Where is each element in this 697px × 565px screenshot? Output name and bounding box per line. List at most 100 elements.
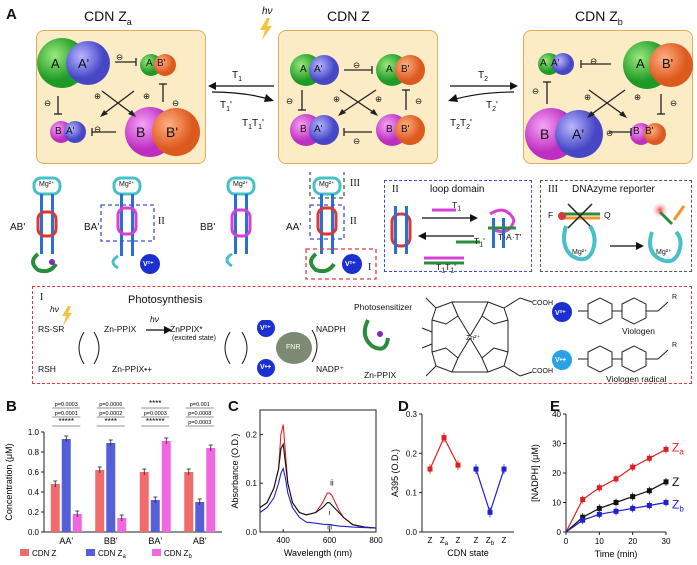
mg-label-1: Mg²⁺ xyxy=(39,181,55,188)
photo-cycle-arrows xyxy=(78,320,318,377)
c-ytick-label: 0.0 xyxy=(246,528,258,537)
zb-ap2: A' xyxy=(572,126,585,142)
za-a2: A xyxy=(146,58,153,69)
roman-ii-label-ba: II xyxy=(158,216,165,227)
zb-network xyxy=(525,41,693,160)
photosynthesis-box xyxy=(32,286,692,384)
c-annotation-iii: iii xyxy=(327,525,332,532)
d-ytick-label: 0.0 xyxy=(406,528,418,537)
b-sig-label: ***** xyxy=(58,417,74,426)
b-sig-label: p=0.0002 xyxy=(99,411,122,417)
z-bp2: B' xyxy=(401,124,410,135)
d-ytick-label: 0.3 xyxy=(406,410,418,419)
za-inh-4: ⊖ xyxy=(172,98,180,108)
b-sig-label: p=0.001 xyxy=(190,402,210,408)
zb-inh-4: ⊖ xyxy=(670,98,678,108)
photo-excited-note: (excited state) xyxy=(172,335,216,342)
za-b2: B xyxy=(136,124,146,140)
d-xtick-label: Zb xyxy=(486,536,495,547)
b-bar xyxy=(150,500,160,532)
d-xtick-label: Z xyxy=(428,536,433,545)
d-xtick-label: Za xyxy=(440,536,449,547)
c-xlabel: Wavelength (nm) xyxy=(284,548,352,558)
panel-label-c: C xyxy=(228,398,239,415)
b-sig-label: p=0.0003 xyxy=(55,402,78,408)
b-sig-label: **** xyxy=(149,399,161,408)
viologen-r-2: R xyxy=(672,342,678,349)
photo-v1: V•+ xyxy=(260,364,272,371)
c-series-line xyxy=(259,466,377,529)
b-sig-label: ****** xyxy=(146,417,165,426)
d-xtick-label: Z xyxy=(502,536,507,545)
e-series-label: Za xyxy=(672,440,684,456)
loop-domain-box xyxy=(384,180,532,272)
b-legend-swatch xyxy=(20,549,29,556)
photo-radical: Zn-PPIX•+ xyxy=(112,364,153,374)
e-series-label: Zb xyxy=(672,498,684,514)
mg-label-2: Mg²⁺ xyxy=(119,181,135,188)
b-sig-label: **** xyxy=(105,417,117,426)
porphyrin-zn: Zn²⁺ xyxy=(466,335,481,342)
c-series-line xyxy=(259,424,377,529)
dna-constructs xyxy=(31,172,377,280)
photo-nadp: NADP⁺ xyxy=(316,364,345,374)
z-ap: A' xyxy=(314,64,323,75)
zb-inh-3: ⊖ xyxy=(532,86,540,96)
construct-ba xyxy=(100,176,160,274)
photo-numeral: I xyxy=(40,292,44,303)
z-inh-1: ⊖ xyxy=(353,60,361,70)
left-transition-arrows xyxy=(208,82,274,102)
panel-label-b: B xyxy=(6,398,17,415)
loop-t1: T1 xyxy=(452,200,462,213)
zb-inh-1: ⊖ xyxy=(590,56,598,66)
roman-i-label: I xyxy=(368,262,372,273)
c-annotation-ii: ii xyxy=(330,479,334,488)
mg-label-3: Mg²⁺ xyxy=(233,181,249,188)
b-sig-label: p=0.0003 xyxy=(188,420,211,426)
za-a: A xyxy=(51,56,60,71)
v2-label-1: V²⁺ xyxy=(143,261,154,268)
b-sig-label: p=0.0001 xyxy=(55,411,78,417)
za-ap2: A' xyxy=(66,126,75,137)
b-ytick-label: 0.6 xyxy=(28,468,40,477)
b-legend-label: CDN Zb xyxy=(164,549,192,560)
construct-label-ba: BA' xyxy=(84,222,100,233)
za-inh-1: ⊖ xyxy=(116,52,124,62)
dnazyme-mg-1: Mg²⁺ xyxy=(572,249,588,256)
z-inh-4: ⊖ xyxy=(415,96,423,106)
d-ylabel: A395 (O.D.) xyxy=(390,449,400,497)
panel-label-a: A xyxy=(6,6,17,23)
photo-heading: Photosynthesis xyxy=(128,294,203,306)
c-ytick-label: 0.2 xyxy=(246,430,258,439)
e-xtick-label: 20 xyxy=(628,537,637,546)
z-a2: A xyxy=(386,64,393,75)
photo-fnr: FNR xyxy=(286,344,301,351)
dnazyme-q: Q xyxy=(604,210,611,220)
state-title-zb: CDN Zb xyxy=(575,8,623,27)
b-xtick-label: AB' xyxy=(193,536,207,546)
b-sig-label: p=0.0003 xyxy=(144,411,167,417)
b-xtick-label: AA' xyxy=(59,536,73,546)
d-ytick-label: 0.1 xyxy=(406,489,418,498)
photosensitizer-label: Photosensitizer xyxy=(354,302,413,312)
z-network xyxy=(290,54,425,146)
d-ytick-label: 0.2 xyxy=(406,449,418,458)
e-series-label: Z xyxy=(672,475,679,489)
state-title-z: CDN Z xyxy=(327,8,370,24)
c-xtick-label: 400 xyxy=(277,536,291,545)
z-act-2: ⊕ xyxy=(375,94,383,104)
construct-label-bb: BB' xyxy=(200,222,216,233)
d-series-line xyxy=(475,468,505,515)
z-act-1: ⊕ xyxy=(333,94,341,104)
construct-label-ab: AB' xyxy=(10,222,26,233)
b-bar xyxy=(161,441,171,532)
d-xtick-label: Z xyxy=(456,536,461,545)
e-xlabel: Time (min) xyxy=(595,549,638,559)
photo-excited: ZnPPIX* xyxy=(170,324,203,334)
t2-prime: T2' xyxy=(486,100,498,113)
construct-bb xyxy=(225,176,256,268)
photo-nadph: NADPH xyxy=(316,324,346,334)
zb-bp: B' xyxy=(662,56,674,71)
z-inh-3: ⊖ xyxy=(286,96,294,106)
